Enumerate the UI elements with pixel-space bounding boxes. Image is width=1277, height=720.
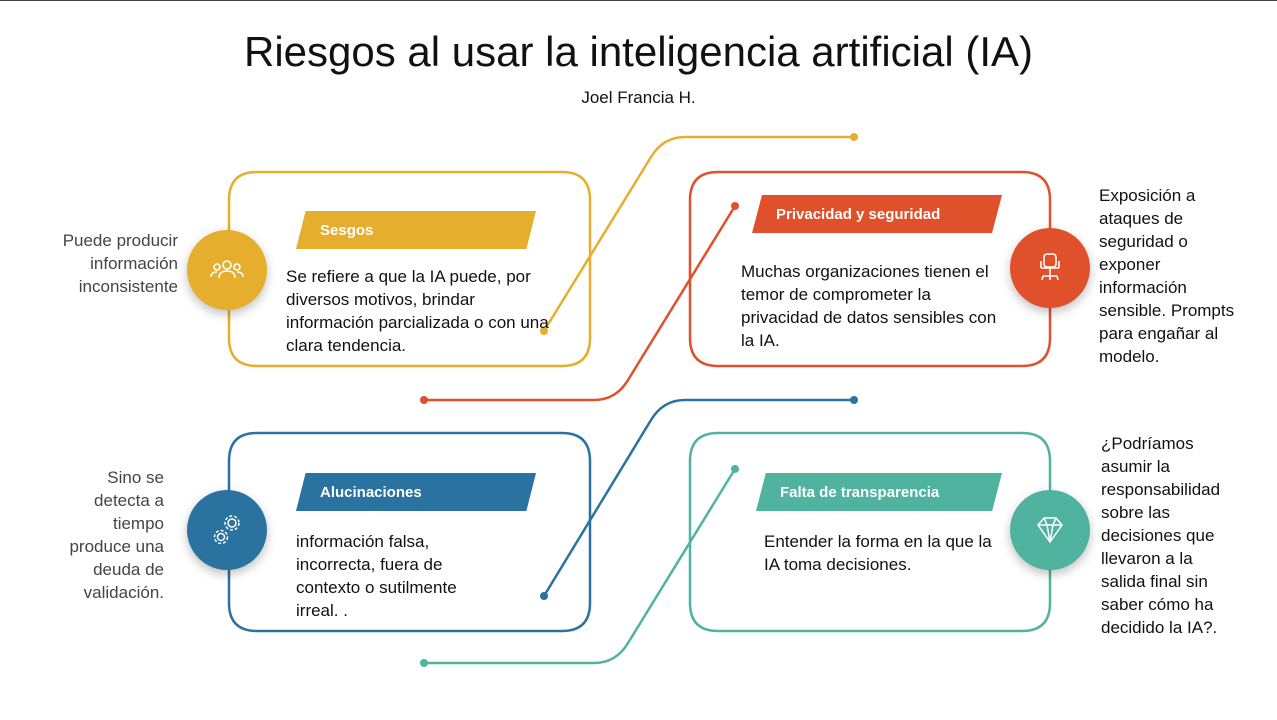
sesgos-connector-dot-end bbox=[850, 133, 858, 141]
privacidad-side-note: Exposición a ataques de seguridad o expo… bbox=[1099, 186, 1235, 366]
transparencia-connector-dot-end bbox=[420, 659, 428, 667]
sesgos-connector bbox=[542, 135, 854, 332]
transparencia-heading: Falta de transparencia bbox=[756, 473, 1002, 511]
privacidad-frame bbox=[688, 170, 1052, 368]
alucinaciones-connector-dot-start bbox=[540, 592, 548, 600]
page-title: Riesgos al usar la inteligencia artifici… bbox=[244, 28, 1033, 75]
alucinaciones-frame bbox=[227, 431, 592, 633]
alucinaciones-icon-circle bbox=[187, 490, 267, 570]
alucinaciones-body: información falsa, incorrecta, fuera de … bbox=[296, 532, 457, 620]
sesgos-frame bbox=[227, 170, 592, 368]
transparencia-body: Entender la forma en la que la IA toma d… bbox=[764, 532, 992, 574]
transparencia-connector bbox=[424, 468, 737, 665]
alucinaciones-connector bbox=[542, 398, 854, 597]
privacidad-icon-circle bbox=[1010, 228, 1090, 308]
people-group-icon bbox=[210, 260, 244, 279]
page-subtitle: Joel Francia H. bbox=[581, 88, 696, 107]
sesgos-heading: Sesgos bbox=[296, 211, 536, 249]
alucinaciones-heading: Alucinaciones bbox=[296, 473, 536, 511]
transparencia-side-note: ¿Podríamos asumir la responsabilidad sob… bbox=[1101, 434, 1221, 637]
diamond-icon bbox=[1037, 517, 1063, 544]
privacidad-connector bbox=[424, 205, 737, 402]
office-chair-icon bbox=[1040, 253, 1060, 281]
transparencia-frame bbox=[688, 431, 1052, 633]
transparencia-icon-circle bbox=[1010, 490, 1090, 570]
sesgos-icon-circle bbox=[187, 230, 267, 310]
privacidad-connector-dot-start bbox=[731, 202, 739, 210]
sesgos-body: Se refiere a que la IA puede, por divers… bbox=[286, 267, 549, 355]
privacidad-body: Muchas organizaciones tienen el temor de… bbox=[741, 262, 997, 350]
top-border-line bbox=[0, 0, 1277, 1]
privacidad-heading: Privacidad y seguridad bbox=[752, 195, 1002, 233]
sesgos-connector-dot-start bbox=[540, 327, 548, 335]
transparencia-connector-dot-start bbox=[731, 465, 739, 473]
privacidad-connector-dot-end bbox=[420, 396, 428, 404]
sesgos-side-note: Puede producir información inconsistente bbox=[62, 231, 178, 296]
alucinaciones-side-note: Sino se detecta a tiempo produce una deu… bbox=[69, 468, 164, 602]
alucinaciones-connector-dot-end bbox=[850, 396, 858, 404]
gears-icon bbox=[213, 515, 240, 545]
